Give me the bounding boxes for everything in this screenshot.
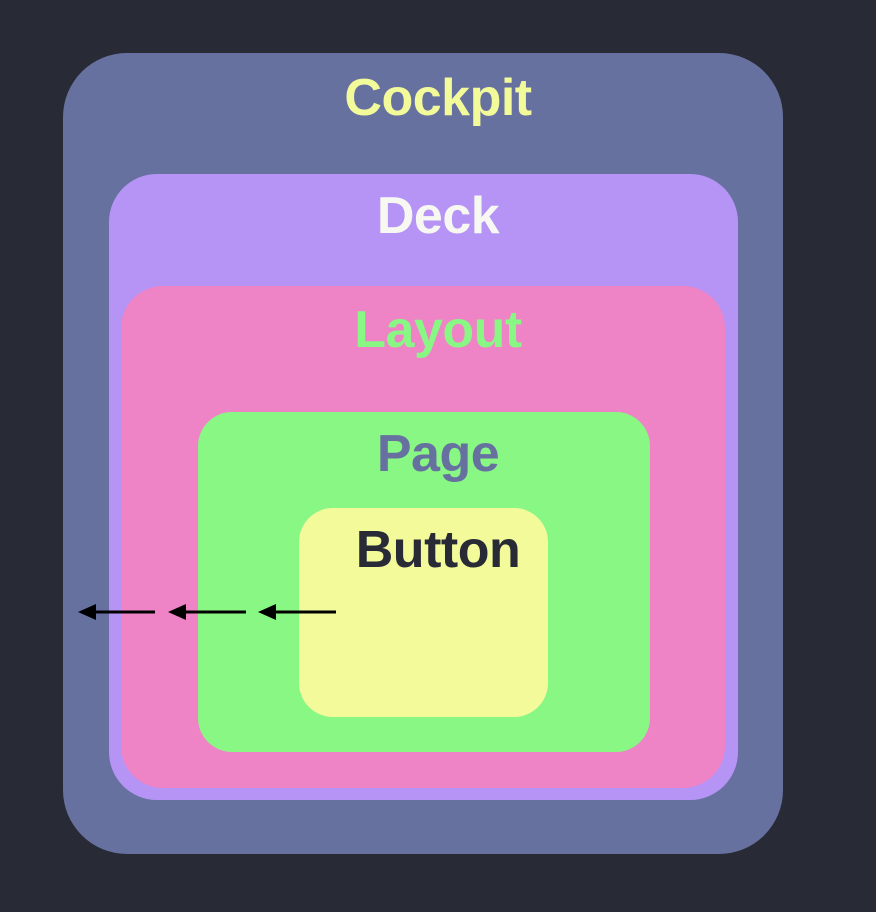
page-label: Page (376, 425, 500, 483)
layout-label: Layout (354, 301, 522, 359)
deck-label: Deck (376, 187, 500, 245)
button-box (299, 508, 548, 717)
button-label: Button (355, 521, 521, 579)
cockpit-label: Cockpit (344, 69, 532, 127)
